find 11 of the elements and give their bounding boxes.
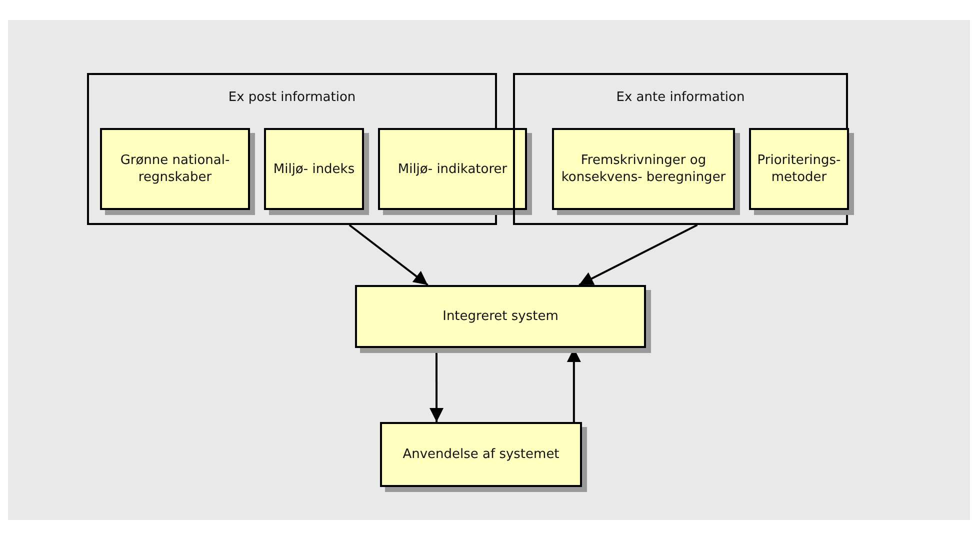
box-label: Grønne national- regnskaber (119, 152, 231, 186)
box-label: Miljø- indikatorer (398, 160, 508, 178)
box-label: Fremskrivninger og konsekvens- beregninger (560, 152, 727, 186)
box-label: Miljø- indeks (273, 160, 355, 178)
group-heading: Ex ante information (615, 89, 746, 106)
box-label: Prioriterings- metoder (756, 152, 842, 186)
arrow (578, 224, 698, 286)
group-heading: Ex post information (227, 89, 357, 106)
arrow (348, 224, 428, 286)
box-label: Anvendelse af systemet (402, 446, 560, 463)
box-label: Integreret system (442, 308, 558, 325)
